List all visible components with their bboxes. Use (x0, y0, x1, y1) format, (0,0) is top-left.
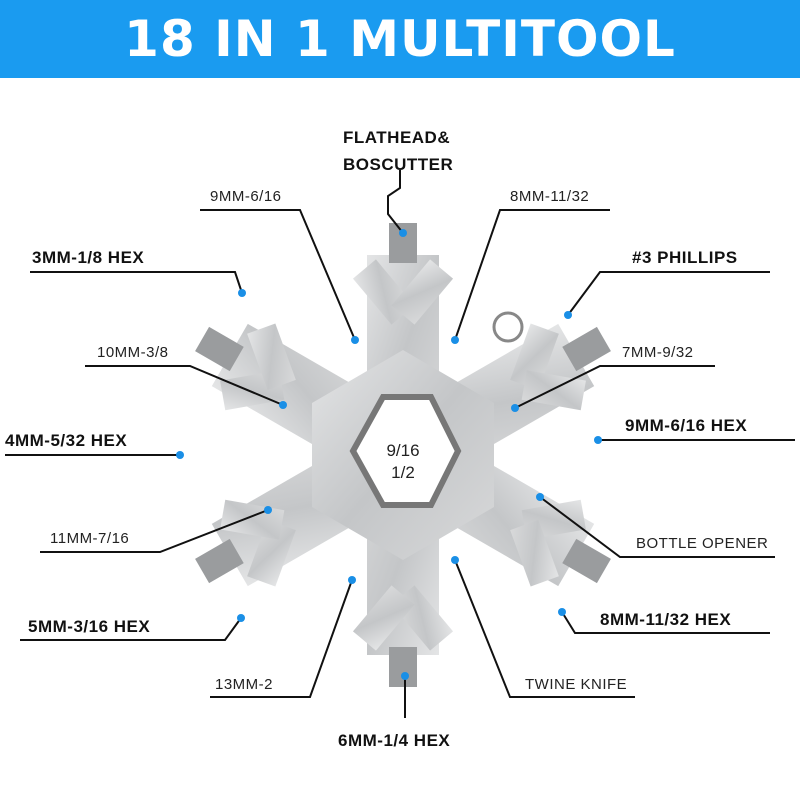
label-11mm-wrench: 11MM-7/16 (50, 530, 130, 547)
snowflake-tool (177, 223, 629, 687)
center-hex-size-1: 9/16 (386, 441, 420, 460)
label-8mm-wrench: 8MM-11/32 (510, 188, 590, 205)
label-phillips: #3 PHILLIPS (632, 248, 738, 267)
label-13mm-wrench: 13MM-2 (215, 676, 274, 693)
center-hex-label: 9/16 1/2 (353, 440, 453, 484)
leader-lines (5, 170, 795, 718)
label-4mm-hex: 4MM-5/32 HEX (5, 431, 128, 450)
label-3mm-hex: 3MM-1/8 HEX (32, 248, 145, 267)
center-hex-size-2: 1/2 (391, 463, 415, 482)
label-flathead-line2: BOSCUTTER (343, 155, 454, 174)
label-9mm-wrench: 9MM-6/16 (210, 188, 282, 205)
label-10mm-wrench: 10MM-3/8 (97, 344, 169, 361)
page-title: 18 IN 1 MULTITOOL (0, 0, 800, 78)
label-twine-knife: TWINE KNIFE (525, 676, 628, 693)
label-8mm-hex: 8MM-11/32 HEX (600, 610, 732, 629)
label-9mm-hex: 9MM-6/16 HEX (625, 416, 748, 435)
center-hex-wrench (349, 394, 462, 508)
label-flathead: FLATHEAD& BOSCUTTER (343, 124, 453, 178)
callout-dots (176, 229, 602, 680)
label-6mm-hex: 6MM-1/4 HEX (338, 731, 451, 750)
label-bottle-opener: BOTTLE OPENER (636, 535, 769, 552)
label-7mm-wrench: 7MM-9/32 (622, 344, 694, 361)
label-5mm-hex: 5MM-3/16 HEX (28, 617, 151, 636)
label-flathead-line1: FLATHEAD& (343, 128, 451, 147)
